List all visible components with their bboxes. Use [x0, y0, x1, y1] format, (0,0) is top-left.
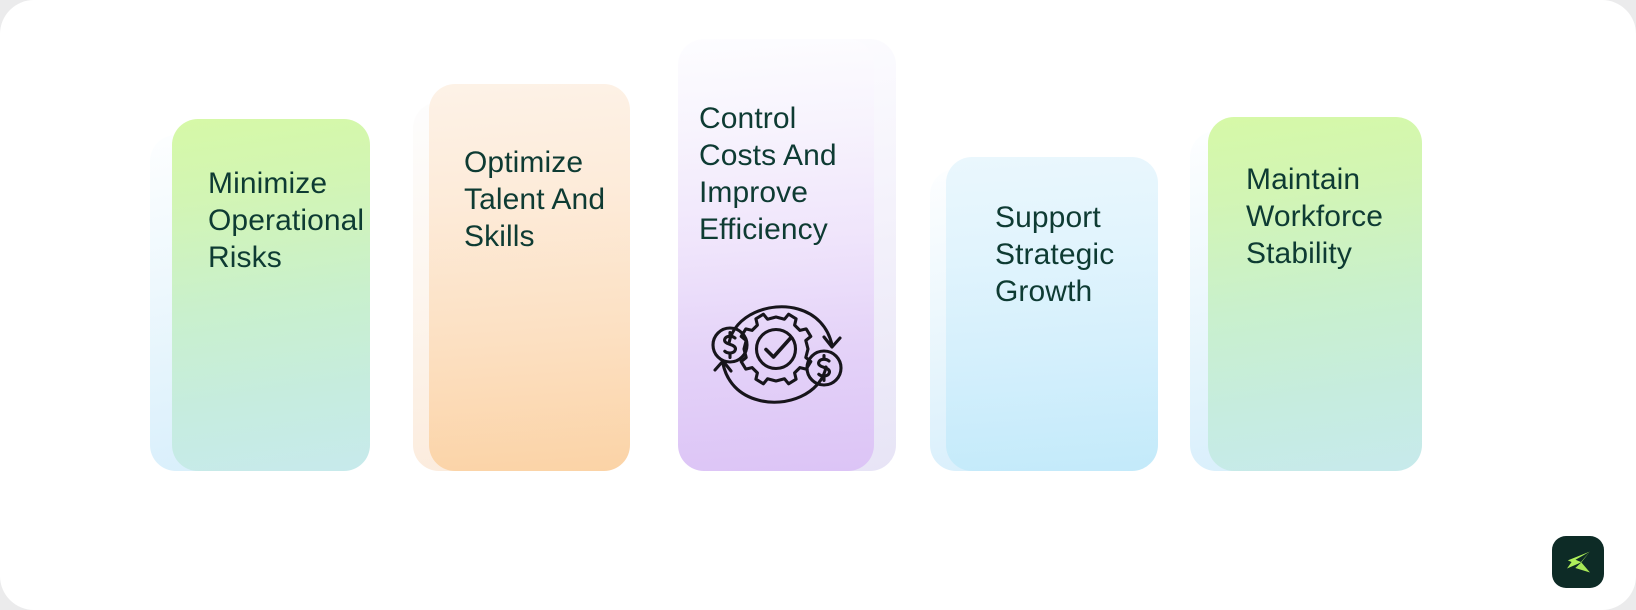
card-title: Optimize Talent And Skills — [464, 146, 606, 253]
cost-efficiency-gear-icon — [704, 297, 849, 412]
card-minimize-operational-risks[interactable]: Minimize Operational Risks — [150, 119, 370, 471]
card-face[interactable]: Support Strategic Growth — [946, 157, 1158, 471]
card-title: Support Strategic Growth — [995, 201, 1115, 308]
card-title: Control Costs And Improve Efficiency — [699, 102, 837, 246]
card-support-strategic-growth[interactable]: Support Strategic Growth — [930, 157, 1160, 471]
card-face[interactable]: Minimize Operational Risks — [172, 119, 370, 471]
card-title: Minimize Operational Risks — [208, 167, 365, 274]
card-control-costs-and-improve-efficiency[interactable]: Control Costs And Improve Efficiency — [678, 39, 896, 471]
card-optimize-talent-and-skills[interactable]: Optimize Talent And Skills — [413, 84, 635, 471]
card-face[interactable]: Control Costs And Improve Efficiency — [678, 39, 874, 471]
card-face[interactable]: Optimize Talent And Skills — [429, 84, 630, 471]
card-face[interactable]: Maintain Workforce Stability — [1208, 117, 1422, 471]
brand-logo[interactable] — [1552, 536, 1604, 588]
lightning-bolt-mark — [1567, 551, 1590, 573]
card-title: Maintain Workforce Stability — [1246, 163, 1384, 270]
card-maintain-workforce-stability[interactable]: Maintain Workforce Stability — [1190, 117, 1422, 471]
